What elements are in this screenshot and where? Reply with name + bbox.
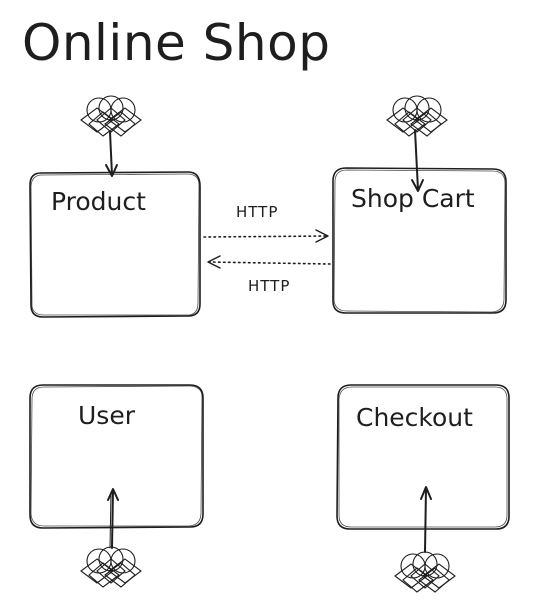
edge-cart-to-product-label: HTTP [248, 277, 290, 295]
product-box [29, 171, 201, 318]
product-client-arrow [105, 131, 118, 177]
shop-cart-label: Shop Cart [351, 184, 475, 213]
shop-cart-box [332, 167, 507, 314]
checkout-label: Checkout [356, 403, 473, 432]
product-client [80, 95, 142, 177]
users-icon [80, 95, 142, 137]
service-user[interactable]: User [29, 384, 204, 529]
checkout-box [336, 384, 510, 530]
service-product[interactable]: Product [29, 171, 201, 318]
page-title: Online Shop [22, 14, 330, 72]
users-icon [80, 546, 142, 588]
users-icon [394, 551, 456, 593]
user-label: User [78, 401, 136, 430]
edge-product-to-cart-label: HTTP [236, 203, 278, 221]
shop-cart-client-arrow [411, 129, 424, 192]
product-label: Product [51, 187, 146, 216]
service-shop-cart[interactable]: Shop Cart [332, 167, 507, 314]
users-icon [386, 95, 448, 137]
user-box [29, 384, 204, 529]
service-checkout[interactable]: Checkout [336, 384, 510, 530]
checkout-client [394, 486, 456, 593]
user-client-arrow [107, 488, 119, 549]
edge-product-to-cart[interactable]: HTTP [203, 203, 329, 243]
edge-cart-to-product[interactable]: HTTP [207, 255, 331, 295]
shop-cart-client [386, 95, 448, 192]
user-client [80, 488, 142, 588]
checkout-client-arrow [420, 486, 432, 553]
